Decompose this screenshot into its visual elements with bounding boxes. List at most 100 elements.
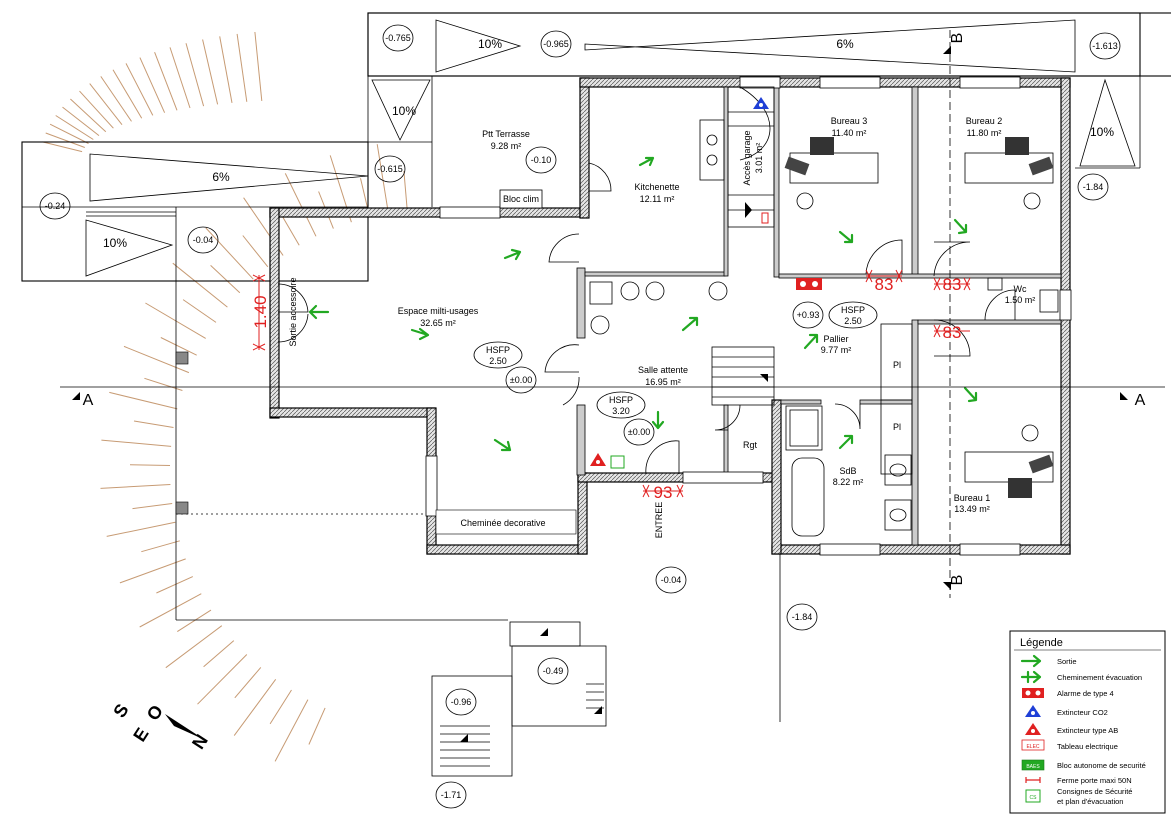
door-width-value: 83 — [943, 275, 962, 294]
slope-labels: 10% 6% 10% 6% 10% 10% — [103, 37, 1114, 250]
exit-arrow-icon — [1020, 654, 1042, 668]
level-value: ±0.00 — [510, 375, 532, 385]
terrain-ray — [79, 90, 114, 129]
terrain-ray — [100, 484, 171, 489]
terrain-ray — [403, 171, 408, 212]
cheminee-label: Cheminée decorative — [460, 518, 545, 528]
terrain-ray — [254, 31, 263, 101]
ab-extinguisher-icon — [590, 453, 606, 466]
compass: S E O N — [109, 700, 212, 752]
section-labels: A A B B — [83, 33, 1146, 586]
sortie-width-value: 1.40 — [251, 295, 270, 328]
terrain-ray — [210, 265, 241, 294]
terrain-ray — [154, 52, 178, 111]
level-markers — [39, 24, 1121, 809]
terrain-ray — [119, 558, 186, 584]
terrain-ray — [177, 609, 212, 633]
evacuation-arrow-icon — [838, 230, 854, 244]
terrain-ray — [42, 141, 83, 153]
level-value: -0.765 — [385, 33, 411, 43]
entree-label: ENTREE — [654, 502, 664, 539]
terrain-ray — [156, 576, 194, 594]
terrain-ray — [182, 299, 217, 323]
section-lines — [60, 30, 1165, 598]
section-b-top: B — [949, 33, 966, 44]
hsfp-value: 2.50 — [489, 356, 507, 366]
terrain-ray — [234, 667, 262, 699]
stairs — [431, 86, 775, 777]
ab-extinguisher-icon — [1025, 723, 1041, 735]
room-name: Wc — [1014, 284, 1027, 294]
hsfp-label: HSFP — [486, 345, 510, 355]
co2-extinguisher-icon — [753, 97, 769, 109]
room-area: 32.65 m² — [420, 318, 456, 328]
evacuation-arrow-icon — [681, 316, 699, 332]
level-value: -1.84 — [1083, 182, 1104, 192]
windows — [425, 76, 1072, 556]
terrain-ray — [165, 625, 223, 669]
terrain-ray — [70, 98, 107, 133]
evacuation-arrow-icon — [963, 386, 978, 403]
legend-badge: BAES — [1026, 764, 1040, 770]
door-swings — [277, 162, 1016, 475]
level-labels: -0.765 -0.965 -1.613 -0.615 -0.10 -0.24 … — [45, 33, 1118, 800]
terrain-ray — [139, 593, 202, 628]
terrain-ray — [106, 521, 176, 537]
terrain-ray — [129, 464, 171, 466]
terrain-ray — [123, 345, 190, 374]
evacuation-arrow-icon — [410, 327, 430, 341]
section-b-bottom: B — [949, 575, 966, 586]
terrain-ray — [112, 69, 143, 119]
terrain-ray — [284, 173, 317, 237]
compass-west: O — [143, 701, 167, 724]
room-name: Bureau 2 — [966, 116, 1003, 126]
terrain-ray — [205, 227, 254, 280]
legend-item-label: Alarme de type 4 — [1057, 689, 1114, 698]
terrain-ray — [376, 144, 389, 214]
door-width-value: 83 — [943, 323, 962, 342]
level-value: -0.615 — [377, 164, 403, 174]
room-area: 13.49 m² — [954, 504, 990, 514]
terrain-ray — [185, 43, 205, 107]
door-width-value: 83 — [875, 275, 894, 294]
door-width-marks — [252, 269, 971, 498]
legend-item-label: Sortie — [1057, 657, 1077, 666]
level-value: -0.49 — [543, 666, 564, 676]
room-name: Ptt Terrasse — [482, 129, 530, 139]
terrain-ray — [133, 420, 174, 428]
terrain-ray — [139, 57, 166, 113]
terrain-ray — [49, 123, 89, 144]
terrain-ray — [219, 36, 233, 103]
terrain-ray — [269, 689, 292, 725]
placard-label: Pl — [893, 360, 901, 370]
co2-extinguisher-icon — [1025, 705, 1041, 717]
terrain-ray — [145, 302, 206, 339]
level-value: -0.04 — [661, 575, 682, 585]
evacuation-arrow-icon — [503, 248, 522, 261]
terrain-ray — [89, 83, 123, 126]
door-closer-icon — [1025, 777, 1041, 783]
level-value: ±0.00 — [628, 427, 650, 437]
level-value: -0.96 — [451, 697, 472, 707]
evacuation-arrow-icon — [838, 434, 854, 450]
alarm-icon — [796, 278, 822, 290]
door-width-labels: 83 83 83 93 1.40 — [251, 275, 961, 502]
terrain-ray — [169, 47, 191, 109]
evacuation-arrow-icon — [638, 156, 655, 167]
safety-instructions-icon — [610, 455, 625, 469]
level-value: +0.93 — [797, 310, 820, 320]
section-a-left: A — [83, 392, 94, 409]
exit-arrow-icon — [308, 304, 330, 320]
room-name: Espace milti-usages — [398, 306, 479, 316]
room-labels: Ptt Terrasse 9.28 m² Kitchenette 12.11 m… — [288, 116, 1035, 538]
terrain-ray — [202, 39, 219, 105]
terrain-ray — [242, 235, 269, 268]
terrain-ray — [109, 391, 178, 410]
sortie-accessoire-label: Sortie accessoire — [288, 277, 298, 346]
legend-item-label: Tableau electrique — [1057, 742, 1118, 751]
terrain-ray — [55, 115, 94, 140]
room-name: Bureau 1 — [954, 493, 991, 503]
terrain-ray — [62, 106, 100, 136]
legend: Légende Sortie Cheminement évacuation Al… — [1009, 630, 1166, 814]
